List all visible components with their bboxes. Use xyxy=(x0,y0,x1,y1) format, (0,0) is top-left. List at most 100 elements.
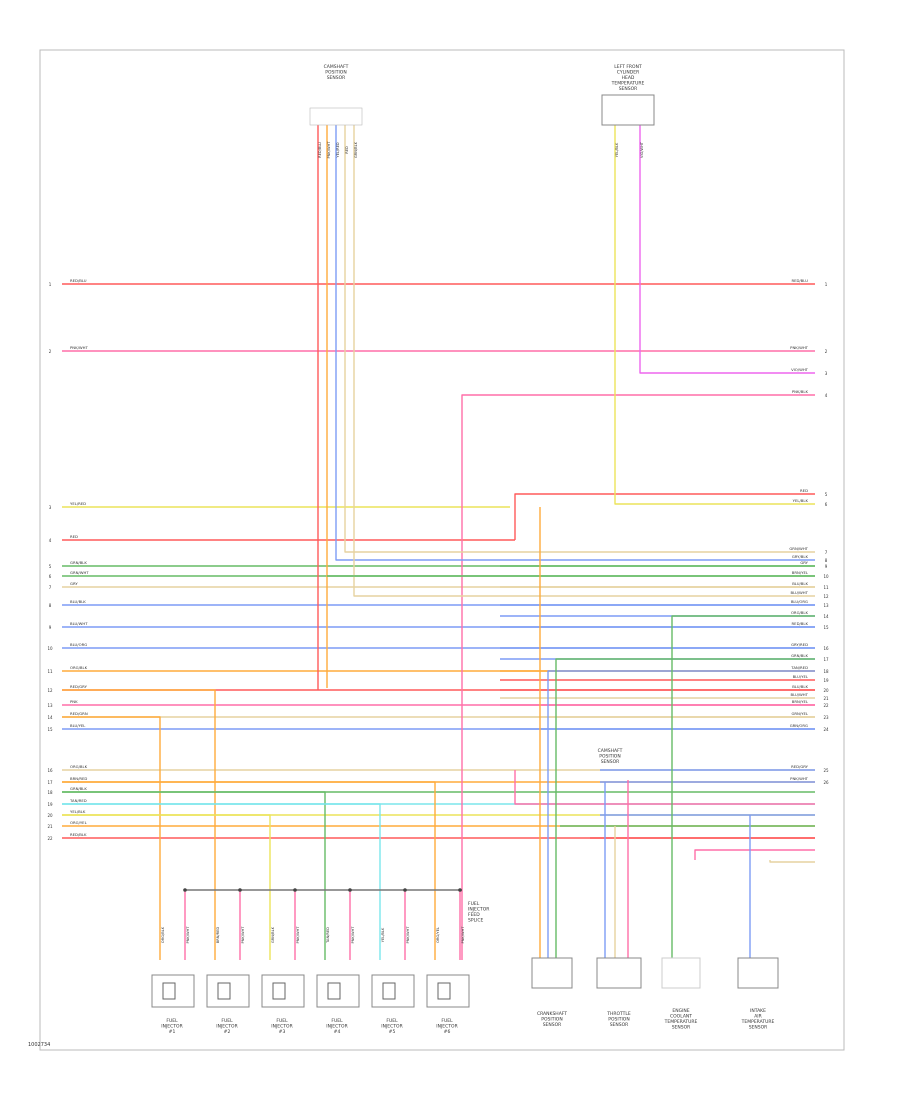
left-wire-code-10: BLU/ORG xyxy=(70,642,87,647)
left-pin-17: 17 xyxy=(47,780,53,785)
inj-drop-code-2: BRN/RED xyxy=(216,927,220,944)
right-wire-code-12: BLU/WHT xyxy=(790,590,808,595)
left-wire-code-1: RED/BLU xyxy=(70,278,87,283)
fuel-injector-4-coil-icon xyxy=(327,982,341,1000)
left-wire-code-22: RED/BLK xyxy=(70,832,87,837)
right-pin-13: 13 xyxy=(823,603,829,608)
right-wire-code-2: PNK/WHT xyxy=(790,345,809,350)
right-wire-code-14: ORG/BLK xyxy=(791,610,809,615)
top-left-drop-code-3: YEL/RED xyxy=(336,142,340,157)
splice-dot-1 xyxy=(183,888,187,892)
left-pin-15: 15 xyxy=(47,727,53,732)
fuel-injector-4-body xyxy=(316,974,360,1008)
left-wire-code-8: BLU/BLK xyxy=(70,599,86,604)
left-pin-8: 8 xyxy=(49,603,52,608)
right-pin-25: 25 xyxy=(823,768,829,773)
inj-drop-code-4: TAN/RED xyxy=(326,927,330,944)
left-pin-9: 9 xyxy=(49,625,52,630)
wire-56 xyxy=(62,689,216,960)
right-pin-6: 6 xyxy=(825,502,828,507)
right-wire-code-22: BRN/YEL xyxy=(792,699,809,704)
wire-29 xyxy=(335,125,815,561)
inj-feed-code-4: PNK/WHT xyxy=(351,926,355,944)
right-wire-code-20: BLU/BLK xyxy=(792,684,808,689)
right-wire-code-8: GRY/BLK xyxy=(792,554,809,559)
wire-23 xyxy=(514,493,815,540)
right-pin-14: 14 xyxy=(823,614,829,619)
right-pin-12: 12 xyxy=(823,594,829,599)
left-pin-7: 7 xyxy=(49,585,52,590)
crankshaft-sensor-body xyxy=(531,957,573,989)
left-pin-12: 12 xyxy=(47,688,53,693)
right-pin-18: 18 xyxy=(823,669,829,674)
inj-feed-code-5: PNK/WHT xyxy=(406,926,410,944)
right-pin-26: 26 xyxy=(823,780,829,785)
wire-49 xyxy=(514,770,815,805)
inj-feed-code-2: PNK/WHT xyxy=(241,926,245,944)
right-wire-code-7: GRN/WHT xyxy=(789,546,808,551)
fuel-injector-5-coil-icon xyxy=(382,982,396,1000)
wire-55 xyxy=(62,716,161,960)
left-wire-code-3: YEL/RED xyxy=(70,501,86,506)
wire-30 xyxy=(344,125,815,553)
left-wire-code-2: PNK/WHT xyxy=(70,345,89,350)
fuel-injector-1-coil-icon xyxy=(162,982,176,1000)
sensor-top-left-body xyxy=(309,107,363,126)
left-pin-22: 22 xyxy=(47,836,53,841)
right-pin-21: 21 xyxy=(823,696,829,701)
right-pin-15: 15 xyxy=(823,625,829,630)
right-pin-20: 20 xyxy=(823,688,829,693)
left-pin-21: 21 xyxy=(47,824,53,829)
right-pin-7: 7 xyxy=(825,550,828,555)
footer-code: 1002734 xyxy=(28,1042,50,1048)
left-wire-code-5: GRN/BLK xyxy=(70,560,87,565)
top-left-drop-code-2: PNK/WHT xyxy=(327,141,331,159)
left-wire-code-7: GRY xyxy=(70,581,78,586)
right-pin-24: 24 xyxy=(823,727,829,732)
component-layer xyxy=(151,94,779,1008)
left-pin-1: 1 xyxy=(49,282,52,287)
wire-57 xyxy=(62,814,271,960)
splice-dot-2 xyxy=(238,888,242,892)
left-wire-code-12: RED/GRY xyxy=(70,684,88,689)
right-wire-code-15: RED/BLK xyxy=(792,621,809,626)
top-left-drop-code-1: RED/BLU xyxy=(318,142,322,158)
left-wire-code-18: GRN/BLK xyxy=(70,786,87,791)
inj-drop-code-3: GRN/BLK xyxy=(271,926,275,943)
inj-feed-code-1: PNK/WHT xyxy=(186,926,190,944)
diagram-frame xyxy=(39,49,845,1051)
right-wire-code-9: GRY xyxy=(800,560,808,565)
left-wire-code-13: PNK xyxy=(70,699,78,704)
left-pin-5: 5 xyxy=(49,564,52,569)
wire-74 xyxy=(671,615,815,960)
right-wire-code-17: GRN/BLK xyxy=(791,653,808,658)
inj-feed-code-6: PNK/WHT xyxy=(461,926,465,944)
left-wire-code-17: BRN/RED xyxy=(70,776,87,781)
left-pin-3: 3 xyxy=(49,505,52,510)
fuel-injector-2-coil-icon xyxy=(217,982,231,1000)
right-wire-code-16: GRY/RED xyxy=(791,642,808,647)
left-pin-16: 16 xyxy=(47,768,53,773)
splice-dot-4 xyxy=(348,888,352,892)
left-pin-14: 14 xyxy=(47,715,53,720)
left-wire-code-16: ORG/BLK xyxy=(70,764,88,769)
wire-26 xyxy=(614,125,815,505)
top-right-drop-code-1: YEL/BLK xyxy=(615,142,619,157)
left-pin-6: 6 xyxy=(49,574,52,579)
left-wire-code-21: ORG/YEL xyxy=(70,820,88,825)
left-pin-18: 18 xyxy=(47,790,53,795)
left-pin-10: 10 xyxy=(47,646,53,651)
right-wire-code-23: GRN/YEL xyxy=(791,711,808,716)
right-pin-9: 9 xyxy=(825,564,828,569)
wire-53 xyxy=(694,849,815,860)
top-right-drop-code-2: VIO/WHT xyxy=(640,141,644,158)
right-pin-1: 1 xyxy=(825,282,828,287)
